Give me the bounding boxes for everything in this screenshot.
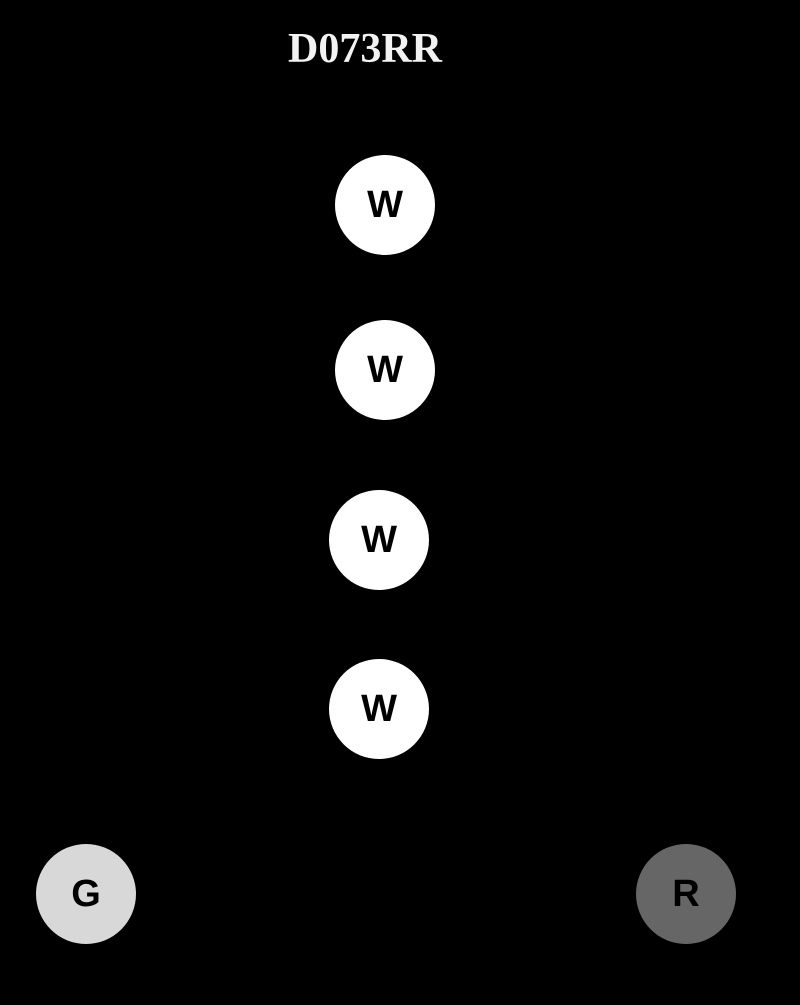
terminal-w-2: W [335, 320, 435, 420]
terminal-g: G [36, 844, 136, 944]
terminal-w-1: W [335, 155, 435, 255]
terminal-w-3: W [329, 490, 429, 590]
diagram-title: D073RR [288, 26, 442, 72]
terminal-r: R [636, 844, 736, 944]
terminal-w-4: W [329, 659, 429, 759]
